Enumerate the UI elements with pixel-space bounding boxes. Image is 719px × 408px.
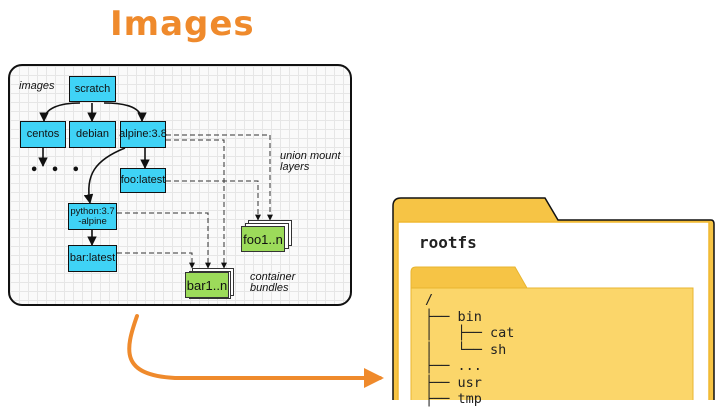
rootfs-label: rootfs: [419, 233, 477, 252]
tree-line: ├── usr: [425, 374, 482, 391]
tree-line: ├── bin: [425, 308, 482, 325]
tree-line: ├── tmp: [425, 391, 482, 407]
edge-scratch-centos: [39, 102, 81, 122]
edge-scratch-alpine: [103, 102, 147, 122]
mount-python-bar1: [117, 212, 211, 269]
union-mount-layers-note: union mount layers: [280, 150, 341, 173]
mount-foo-foo1: [166, 180, 261, 221]
tree-line: ├── ...: [425, 358, 482, 374]
rootfs-tree: / ├── bin │ ├── cat │ └── sh ├── ... ├──…: [425, 292, 514, 408]
container-bundle-bar[interactable]: bar1..n: [185, 272, 229, 298]
image-node-scratch[interactable]: scratch: [69, 76, 116, 102]
container-bundle-foo[interactable]: foo1..n: [241, 226, 285, 252]
tree-line: /: [425, 292, 434, 308]
mount-alpine-bar1: [166, 139, 227, 269]
image-node-centos[interactable]: centos: [20, 121, 66, 148]
mount-bar-bar1: [117, 252, 195, 269]
rootfs-inner-folder-body: [410, 287, 694, 400]
images-title: Images: [110, 4, 255, 44]
image-node-bar[interactable]: bar:latest: [68, 245, 117, 272]
images-panel-label: images: [19, 80, 55, 92]
image-node-debian[interactable]: debian: [69, 121, 116, 148]
edge-alpine-python: [83, 147, 126, 204]
images-panel: [8, 64, 352, 306]
rootfs-inner-folder-tab: [410, 266, 528, 290]
images-to-rootfs-arrow: [127, 314, 384, 388]
tree-line: │ ├── cat: [425, 325, 515, 341]
more-images-ellipsis: • • •: [30, 163, 84, 178]
container-bundles-note: container bundles: [250, 271, 296, 294]
tree-line: │ └── sh: [425, 341, 507, 358]
image-node-python[interactable]: python:3.7 -alpine: [68, 203, 117, 230]
image-node-alpine[interactable]: alpine:3.8: [119, 121, 167, 148]
image-node-foo[interactable]: foo:latest: [120, 168, 166, 193]
mount-alpine-foo1: [166, 134, 273, 221]
